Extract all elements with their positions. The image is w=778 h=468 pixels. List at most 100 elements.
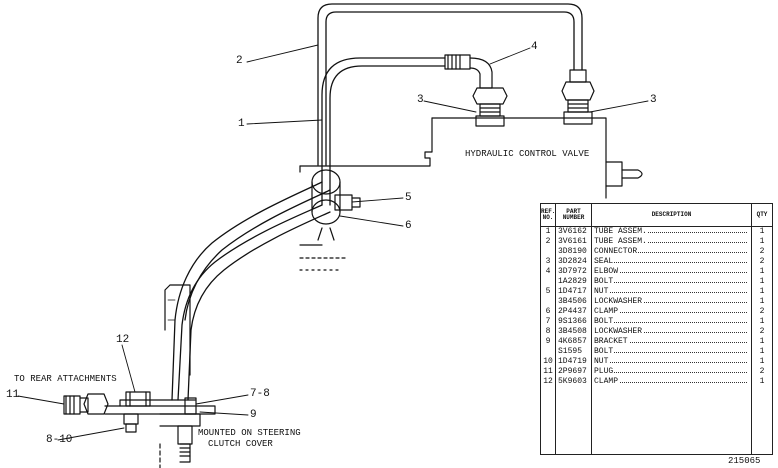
description-cell: CLAMP [591,377,752,387]
dot-leader [594,352,747,353]
callout-leaders [17,44,649,441]
qty-cell: 1 [751,357,773,367]
qty-cell: 2 [751,327,773,337]
callout-2: 2 [236,55,243,67]
callout-1: 1 [238,118,245,130]
description-text: CLAMP [594,377,620,386]
dot-leader [594,342,747,343]
description-text: BOLT [594,317,615,326]
qty-cell: 1 [751,377,773,387]
callout-9: 9 [250,409,257,421]
qty-cell: 2 [751,247,773,257]
rear-attachments-label: TO REAR ATTACHMENTS [14,374,117,384]
dot-leader [594,292,747,293]
qty-cell: 1 [751,277,773,287]
lower-bracket [104,391,216,468]
figure-number: 215065 [728,456,761,466]
empty-cell [540,387,556,455]
parts-table-header: REF. NO. PART NUMBER DESCRIPTION QTY [540,203,773,227]
description-text: BOLT [594,347,615,356]
upper-clamp [311,169,361,241]
description-text: PLUG [594,367,615,376]
callout-12: 12 [116,334,130,346]
description-cell: TUBE ASSEM. [591,237,752,247]
hydraulic-control-valve [164,117,643,376]
part-number-cell: 3V6161 [555,237,592,247]
empty-cell [751,387,773,455]
qty-cell: 2 [751,367,773,377]
qty-cell: 1 [751,287,773,297]
description-cell: CONNECTOR [591,247,752,257]
dot-leader [594,252,747,253]
table-filler-row [540,387,773,455]
tube-assembly-2 [317,3,583,166]
part-number-cell: 4K6857 [555,337,592,347]
dot-leader [594,332,747,333]
description-cell: CLAMP [591,307,752,317]
ref-cell: 9 [540,337,556,347]
mounted-label-line-1: MOUNTED ON STEERING [198,428,301,438]
dot-leader [594,282,747,283]
qty-cell: 1 [751,237,773,247]
empty-cell [555,387,592,455]
callout-3-left: 3 [417,94,424,106]
dot-leader [594,372,747,373]
description-cell: BOLT [591,347,752,357]
description-text: BRACKET [594,337,629,346]
description-cell: BOLT [591,277,752,287]
header-ref-no: REF. NO. [540,203,556,227]
header-part-number: PART NUMBER [555,203,592,227]
qty-cell: 2 [751,257,773,267]
dot-leader [594,242,747,243]
ref-cell [540,347,556,357]
description-text: TUBE ASSEM. [594,237,648,246]
description-text: NUT [594,357,610,366]
part-number-cell: 3D7972 [555,267,592,277]
ref-cell: 12 [540,377,556,387]
description-text: TUBE ASSEM. [594,227,648,236]
description-text: CONNECTOR [594,247,639,256]
dot-leader [594,262,747,263]
ref-cell: 2 [540,237,556,247]
dot-leader [594,302,747,303]
description-cell: ELBOW [591,267,752,277]
dot-leader [594,322,747,323]
qty-cell: 1 [751,337,773,347]
callout-5: 5 [405,192,412,204]
tube-assembly-1 [171,57,446,401]
description-text: NUT [594,287,610,296]
description-cell: LOCKWASHER [591,327,752,337]
part-number-cell: 1D4719 [555,357,592,367]
description-text: LOCKWASHER [594,297,644,306]
part-number-cell: S1595 [555,347,592,357]
qty-cell: 1 [751,297,773,307]
part-number-cell: 5K9603 [555,377,592,387]
qty-cell: 1 [751,226,773,237]
dot-leader [594,382,747,383]
plug-fitting [63,393,109,415]
description-text: SEAL [594,257,615,266]
part-number-cell: 1A2829 [555,277,592,287]
part-number-cell: 2P4437 [555,307,592,317]
ref-cell [540,277,556,287]
ref-cell: 4 [540,267,556,277]
callout-4: 4 [531,41,538,53]
parts-list-table: REF. NO. PART NUMBER DESCRIPTION QTY 1 3V… [540,203,773,455]
part-number-cell: 3D2824 [555,257,592,267]
description-text: LOCKWASHER [594,327,644,336]
elbow-fitting [444,54,493,89]
connector-right [561,69,595,125]
ref-cell: 10 [540,357,556,367]
dot-leader [594,272,747,273]
